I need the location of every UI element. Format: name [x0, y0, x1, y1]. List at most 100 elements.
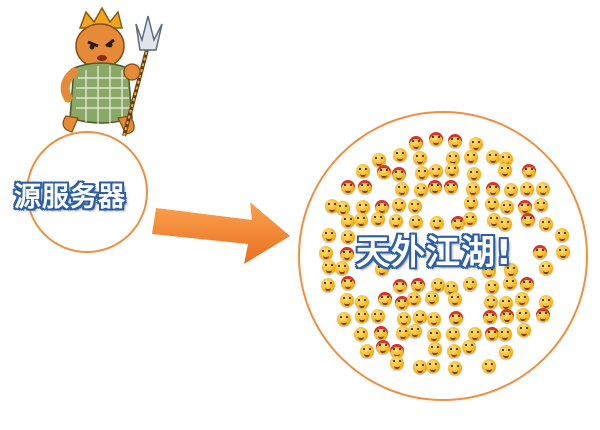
- smiley-emoji-icon: [340, 213, 355, 228]
- smiley-emoji-icon: [414, 165, 429, 180]
- smiley-emoji-icon: [392, 279, 407, 294]
- smiley-emoji-icon: [353, 213, 368, 228]
- smiley-emoji-icon: [518, 200, 533, 215]
- smiley-emoji-icon: [519, 277, 534, 292]
- smiley-emoji-icon: [396, 326, 411, 341]
- target-label: 天外江湖!: [356, 233, 513, 273]
- smiley-emoji-icon: [335, 200, 350, 215]
- smiley-emoji-icon: [428, 163, 443, 178]
- smiley-emoji-icon: [339, 247, 354, 261]
- smiley-emoji-icon: [447, 133, 462, 148]
- smiley-emoji-icon: [413, 150, 428, 165]
- smiley-emoji-icon: [499, 296, 514, 311]
- smiley-emoji-icon: [521, 163, 536, 178]
- smiley-emoji-icon: [497, 326, 512, 341]
- smiley-emoji-icon: [356, 199, 371, 214]
- smiley-emoji-icon: [484, 327, 499, 342]
- gingerbread-king-icon: [60, 6, 163, 137]
- smiley-emoji-icon: [464, 196, 479, 211]
- smiley-emoji-icon: [358, 179, 372, 194]
- smiley-emoji-icon: [426, 327, 441, 342]
- smiley-emoji-icon: [408, 215, 423, 230]
- smiley-emoji-icon: [463, 149, 478, 164]
- smiley-emoji-icon: [425, 291, 440, 306]
- smiley-emoji-icon: [321, 259, 336, 274]
- smiley-emoji-icon: [499, 308, 514, 323]
- smiley-emoji-icon: [412, 310, 427, 325]
- smiley-emoji-icon: [396, 311, 411, 326]
- smiley-emoji-icon: [468, 136, 483, 151]
- smiley-emoji-icon: [407, 292, 422, 307]
- smiley-emoji-icon: [503, 276, 518, 290]
- smiley-emoji-icon: [389, 214, 404, 229]
- smiley-emoji-icon: [450, 215, 465, 230]
- smiley-emoji-icon: [390, 343, 405, 358]
- smiley-emoji-icon: [504, 263, 519, 277]
- smiley-emoji-icon: [449, 311, 463, 326]
- smiley-emoji-icon: [498, 344, 513, 359]
- smiley-emoji-icon: [427, 179, 442, 194]
- smiley-emoji-icon: [411, 277, 425, 292]
- smiley-emoji-icon: [355, 164, 370, 179]
- smiley-emoji-icon: [425, 359, 440, 374]
- smiley-emoji-icon: [390, 356, 405, 371]
- smiley-emoji-icon: [486, 182, 501, 197]
- smiley-emoji-icon: [536, 182, 551, 196]
- smiley-emoji-icon: [395, 296, 409, 311]
- smiley-emoji-icon: [340, 292, 354, 307]
- smiley-emoji-icon: [321, 227, 336, 242]
- smiley-emoji-icon: [486, 212, 501, 227]
- smiley-emoji-icon: [447, 343, 462, 358]
- smiley-emoji-icon: [392, 197, 406, 212]
- smiley-emoji-icon: [392, 148, 407, 163]
- smiley-emoji-icon: [535, 307, 550, 322]
- source-circle: [26, 131, 148, 253]
- smiley-emoji-icon: [371, 152, 386, 167]
- smiley-emoji-icon: [539, 294, 554, 309]
- smiley-emoji-icon: [430, 216, 444, 231]
- smiley-emoji-icon: [445, 163, 460, 178]
- smiley-emoji-icon: [500, 200, 515, 214]
- smiley-emoji-icon: [324, 198, 339, 213]
- smiley-emoji-icon: [354, 295, 369, 310]
- smiley-emoji-icon: [462, 339, 476, 354]
- smiley-emoji-icon: [318, 246, 333, 261]
- smiley-emoji-icon: [391, 166, 406, 181]
- smiley-emoji-icon: [483, 295, 498, 310]
- smiley-emoji-icon: [556, 245, 570, 260]
- smiley-emoji-icon: [539, 260, 554, 275]
- smiley-emoji-icon: [341, 179, 356, 194]
- smiley-emoji-icon: [355, 308, 369, 323]
- smiley-emoji-icon: [520, 212, 535, 227]
- smiley-emoji-icon: [554, 227, 569, 242]
- smiley-emoji-icon: [427, 341, 442, 356]
- smiley-emoji-icon: [485, 149, 500, 164]
- smiley-emoji-icon: [484, 196, 499, 211]
- smiley-emoji-icon: [408, 199, 423, 214]
- smiley-emoji-icon: [533, 244, 548, 259]
- smiley-emoji-icon: [414, 183, 429, 198]
- smiley-emoji-icon: [413, 359, 428, 374]
- smiley-emoji-icon: [375, 262, 389, 277]
- smiley-emoji-icon: [448, 360, 463, 375]
- smiley-emoji-icon: [371, 211, 386, 226]
- smiley-emoji-icon: [337, 311, 352, 326]
- smiley-emoji-icon: [371, 308, 385, 323]
- smiley-emoji-icon: [516, 308, 531, 322]
- smiley-emoji-icon: [409, 135, 424, 150]
- smiley-emoji-icon: [465, 181, 480, 196]
- smiley-emoji-icon: [359, 343, 374, 358]
- smiley-emoji-icon: [353, 326, 368, 341]
- smiley-emoji-icon: [484, 280, 499, 295]
- source-server-label: 源服务器: [14, 182, 126, 213]
- smiley-emoji-icon: [447, 291, 462, 306]
- smiley-emoji-icon: [482, 309, 497, 324]
- smiley-emoji-icon: [468, 327, 483, 342]
- smiley-emoji-icon: [515, 291, 530, 306]
- smiley-emoji-icon: [498, 216, 513, 231]
- smiley-emoji-icon: [497, 163, 512, 178]
- smiley-emoji-icon: [395, 181, 410, 196]
- smiley-emoji-icon: [374, 326, 389, 340]
- smiley-emoji-icon: [481, 358, 496, 373]
- smiley-emoji-icon: [481, 263, 496, 278]
